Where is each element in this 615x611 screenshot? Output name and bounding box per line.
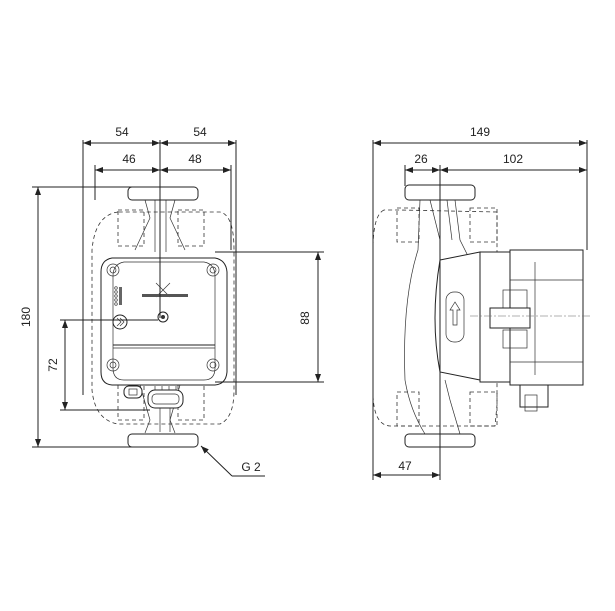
screw-icon [206,358,220,372]
led-indicators [114,286,122,306]
dim-48: 48 [188,152,202,166]
insulation-outline-side [372,209,498,427]
side-view [372,165,590,480]
screw-icon [106,263,120,277]
insulation-notch [469,391,498,427]
dim-102: 102 [503,152,523,166]
side-connector [519,384,549,408]
side-dimensions: 149 26 102 47 [372,125,588,480]
bottom-flange [127,433,199,448]
front-view [91,140,235,448]
pump-volute [404,199,471,435]
insulation-notch [469,207,498,243]
dim-46: 46 [122,152,136,166]
pump-housing [434,251,481,381]
insulation-notch [396,391,420,427]
insulation-notch [117,209,145,247]
dim-88: 88 [298,311,312,325]
dim-47: 47 [398,459,412,473]
power-connector [123,385,143,399]
grundfos-logo [142,282,188,298]
insulation-notch [396,207,420,243]
dim-180: 180 [19,307,33,327]
dim-54-left: 54 [115,125,129,139]
dim-149: 149 [470,125,490,139]
insulation-notch [117,383,145,421]
insulation-outline [91,211,235,425]
insulation-notch [177,209,205,247]
top-flange [127,186,199,201]
pump-pipe [134,199,186,252]
signal-connector [147,389,184,409]
flow-direction-arrow-icon [449,301,461,326]
screw-icon [206,263,220,277]
thread-label: G 2 [241,460,261,474]
dim-26: 26 [414,152,428,166]
flow-arrow-window [445,291,465,343]
dim-54-right: 54 [193,125,207,139]
front-dimensions: 54 54 46 48 180 72 88 G 2 [19,125,324,477]
mode-button[interactable] [112,314,128,330]
dim-72: 72 [46,358,60,372]
screw-icon [106,358,120,372]
cooling-fins [489,289,531,349]
